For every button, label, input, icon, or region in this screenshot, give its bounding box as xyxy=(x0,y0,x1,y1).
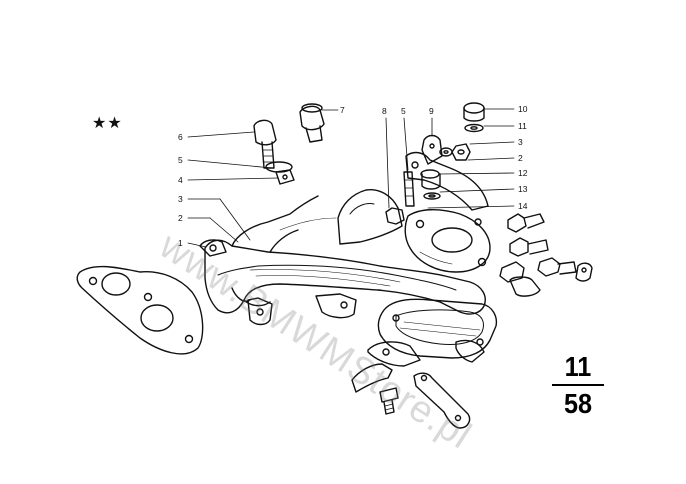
callout-12: 12 xyxy=(518,168,528,178)
right-fittings xyxy=(499,213,593,297)
exhaust-manifold xyxy=(199,151,491,326)
callout-9: 9 xyxy=(429,106,434,116)
callout-11: 11 xyxy=(518,121,527,131)
callout-4: 4 xyxy=(178,175,183,185)
stud-assembly-left xyxy=(253,119,295,185)
stud-12-13 xyxy=(420,169,441,200)
page-number: 58 xyxy=(563,388,593,419)
callout-6: 6 xyxy=(178,132,183,142)
callout-5b: 5 xyxy=(401,106,406,116)
star-symbol: ★★ xyxy=(92,113,123,132)
shading xyxy=(249,217,481,337)
bolt-bottom xyxy=(379,387,399,415)
callout-13: 13 xyxy=(518,184,528,194)
callout-8: 8 xyxy=(382,106,387,116)
callout-3: 3 xyxy=(178,194,183,204)
nut-top xyxy=(299,103,325,143)
center-bolts xyxy=(385,171,415,225)
manifold-gasket xyxy=(76,265,204,355)
callout-14: 14 xyxy=(518,201,528,211)
leader-lines xyxy=(187,108,515,248)
clip-9 xyxy=(421,134,443,165)
lower-plate xyxy=(367,298,498,367)
callout-3b: 3 xyxy=(518,137,523,147)
nut-washer-right xyxy=(439,143,471,161)
callout-10: 10 xyxy=(518,104,528,114)
cap-nut-10 xyxy=(463,102,485,133)
page-reference: 11 58 xyxy=(552,352,604,419)
group-number: 11 xyxy=(564,351,592,382)
callout-1: 1 xyxy=(178,238,183,248)
callout-2b: 2 xyxy=(518,153,523,163)
callout-7: 7 xyxy=(340,105,345,115)
fraction-bar xyxy=(552,384,604,386)
callout-5: 5 xyxy=(178,155,183,165)
support-bracket xyxy=(351,363,471,429)
callout-2: 2 xyxy=(178,213,183,223)
